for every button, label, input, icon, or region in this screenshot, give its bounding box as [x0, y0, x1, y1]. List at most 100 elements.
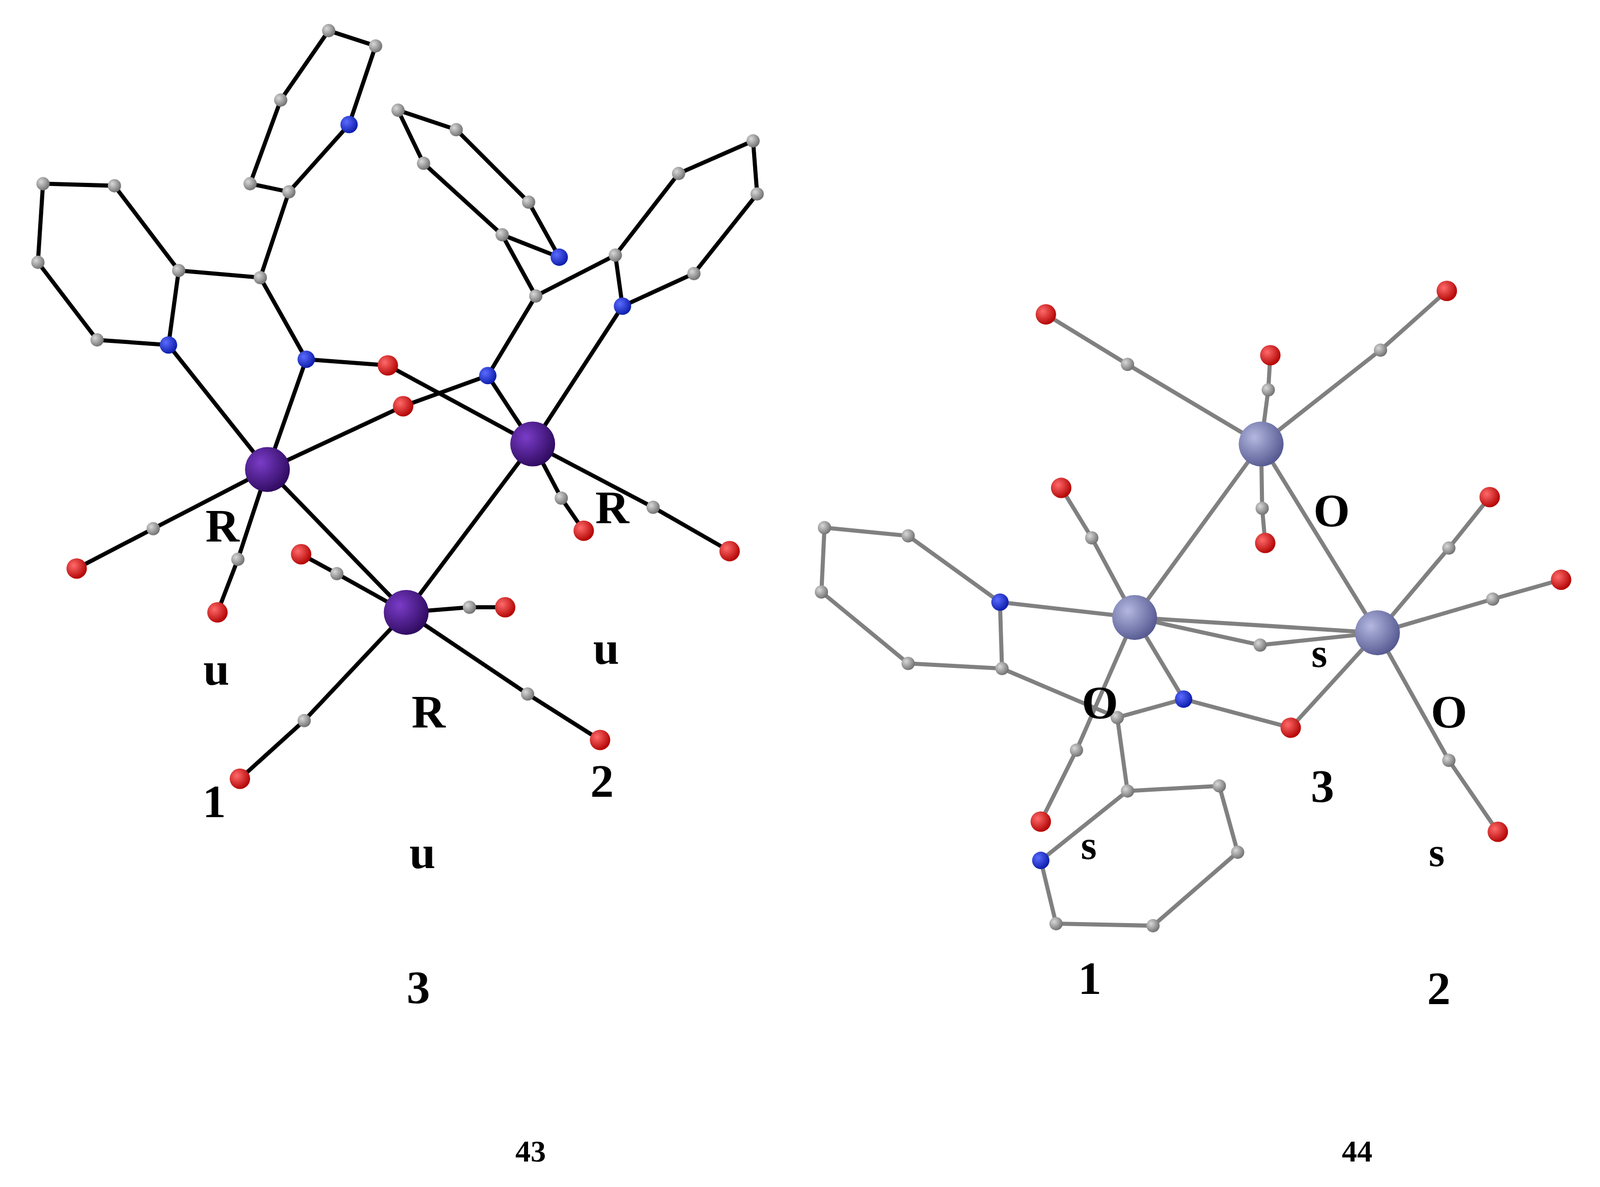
bond — [1045, 314, 1128, 365]
atom — [290, 543, 312, 565]
bond — [535, 255, 616, 296]
atom — [1487, 821, 1508, 842]
bond — [753, 140, 758, 194]
bond — [403, 375, 488, 406]
atom — [340, 115, 358, 133]
bond — [678, 140, 754, 174]
atom-label: 1 — [1077, 954, 1103, 1002]
atom-label: 3 — [405, 963, 432, 1011]
atom — [231, 552, 245, 566]
bond — [615, 173, 679, 256]
atom — [329, 566, 344, 581]
bond — [821, 527, 825, 592]
atom — [1030, 811, 1052, 832]
atom — [1035, 304, 1057, 325]
atom — [521, 195, 536, 209]
bond — [487, 295, 536, 376]
atom — [391, 103, 405, 117]
atom — [550, 248, 568, 266]
atom — [1212, 779, 1226, 793]
atom — [449, 122, 463, 136]
atom — [321, 23, 336, 38]
atom-label: 1 — [201, 777, 228, 825]
atom — [495, 228, 509, 242]
atom-label: R — [594, 483, 630, 531]
bond — [1127, 785, 1220, 791]
atom-label: R — [410, 687, 447, 735]
bond — [42, 183, 115, 186]
bond — [1000, 601, 1003, 669]
atom-label: u — [592, 624, 621, 672]
bond — [178, 270, 261, 278]
atom — [529, 289, 543, 303]
atom — [159, 336, 178, 354]
bond — [267, 405, 403, 470]
bond — [527, 693, 600, 740]
atom — [750, 187, 764, 201]
atom — [1049, 916, 1063, 930]
compound-number: 44 — [1340, 1135, 1374, 1167]
atom — [1174, 690, 1193, 708]
bond — [168, 344, 268, 470]
atom — [282, 185, 296, 199]
atom — [554, 491, 568, 505]
bond — [821, 591, 908, 664]
atom — [297, 713, 311, 727]
atom — [1112, 594, 1157, 640]
atom — [66, 558, 88, 579]
bond — [1056, 923, 1153, 926]
atom — [573, 520, 594, 541]
bond — [456, 129, 529, 202]
atom — [687, 266, 701, 281]
atom — [1260, 344, 1281, 366]
bonds-43 — [37, 30, 757, 779]
atom — [494, 596, 516, 618]
atom — [1253, 638, 1267, 652]
atom-label: O — [1429, 687, 1469, 735]
bond — [267, 469, 406, 613]
atom — [207, 601, 228, 623]
atom — [1146, 918, 1160, 932]
atom-label: 2 — [1425, 964, 1452, 1012]
atom — [1051, 477, 1072, 499]
bond — [37, 262, 97, 340]
bond — [1380, 290, 1447, 350]
bond — [1261, 443, 1378, 633]
bond — [1134, 443, 1261, 618]
bond — [694, 194, 758, 274]
bond — [239, 720, 305, 779]
bond — [907, 535, 1000, 602]
atom — [1373, 343, 1388, 357]
bond — [398, 109, 457, 130]
atom — [520, 686, 535, 701]
atom — [1120, 357, 1135, 371]
atom — [31, 255, 45, 269]
bonds-44 — [821, 290, 1561, 926]
atom — [243, 177, 257, 191]
atom — [146, 521, 160, 536]
atom — [1238, 421, 1284, 466]
bond — [1261, 349, 1381, 444]
bond — [114, 185, 179, 271]
atom — [991, 593, 1009, 611]
bond — [1152, 851, 1238, 926]
atom-label: u — [202, 645, 231, 693]
bond — [622, 273, 694, 307]
atom — [608, 248, 622, 262]
atom-label: O — [1312, 486, 1351, 534]
bond — [532, 306, 623, 444]
atom — [1085, 531, 1099, 545]
atom — [479, 366, 497, 384]
bond — [406, 443, 533, 613]
bond — [423, 163, 503, 235]
atom — [1230, 845, 1245, 859]
bond — [97, 339, 169, 345]
bond — [37, 183, 43, 263]
atom — [462, 600, 477, 614]
atom — [1255, 501, 1270, 515]
atom-label: O — [1080, 678, 1120, 726]
bond — [280, 30, 329, 100]
atom — [817, 520, 832, 535]
atom — [613, 297, 631, 315]
